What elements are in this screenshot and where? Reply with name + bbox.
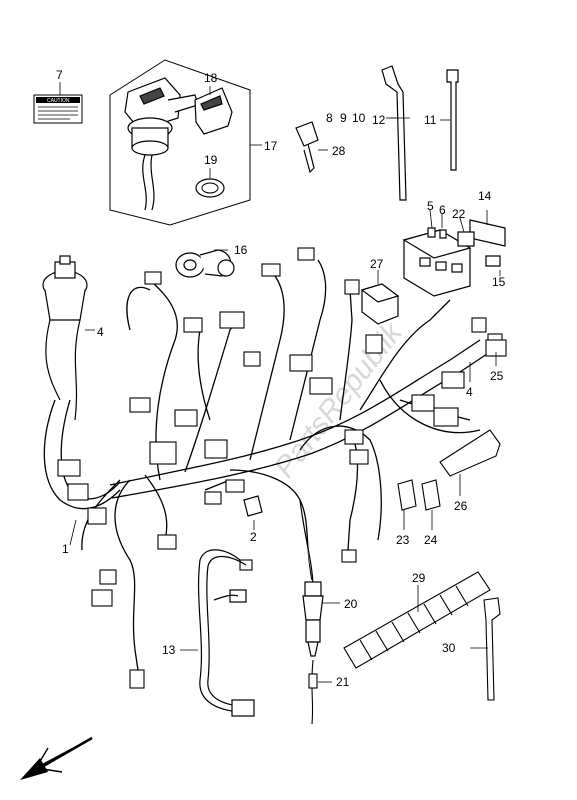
callout-28: 28 <box>332 144 346 158</box>
callout-4-left: 4 <box>97 325 104 339</box>
callout-16: 16 <box>234 243 248 257</box>
relay-part[interactable] <box>360 270 400 325</box>
callout-25: 25 <box>490 369 504 383</box>
ring-nut-part[interactable] <box>195 168 225 198</box>
cable-tie-short-part[interactable] <box>470 597 501 701</box>
callout-21: 21 <box>336 675 350 689</box>
socket-part[interactable] <box>175 249 235 278</box>
front-direction-arrow-icon <box>20 736 93 780</box>
callout-8: 8 <box>326 111 333 125</box>
callout-20: 20 <box>344 597 358 611</box>
callout-4-right: 4 <box>466 385 473 399</box>
main-wiring-harness-part[interactable] <box>43 259 491 671</box>
corrugated-tube-part[interactable] <box>343 571 491 669</box>
callout-15: 15 <box>492 275 506 289</box>
callout-19: 19 <box>204 153 218 167</box>
fuse-box-part[interactable] <box>402 210 506 297</box>
clip-part[interactable] <box>308 659 332 725</box>
cable-tie-part[interactable] <box>440 69 459 171</box>
harness-connectors <box>57 247 507 689</box>
small-connector-part[interactable] <box>243 495 263 530</box>
callout-12: 12 <box>372 113 386 127</box>
callout-1: 1 <box>62 542 69 556</box>
callout-22: 22 <box>452 207 466 221</box>
callout-18: 18 <box>204 71 218 85</box>
callout-10: 10 <box>352 111 366 125</box>
connector-cover-part-24[interactable] <box>421 479 441 530</box>
ignition-cap-part[interactable] <box>194 86 233 135</box>
key-part[interactable] <box>295 121 328 174</box>
callout-numbers: 1 2 4 4 5 6 7 8 9 10 11 12 13 14 15 16 1… <box>56 68 506 689</box>
caution-label-part[interactable]: CAUTION <box>33 82 83 124</box>
callout-11: 11 <box>424 113 437 127</box>
oxygen-sensor-part[interactable] <box>299 499 340 657</box>
callout-30: 30 <box>442 641 456 655</box>
bracket-part[interactable] <box>439 429 501 496</box>
callout-29: 29 <box>412 571 426 585</box>
ignition-switch-set-box <box>109 59 262 226</box>
sub-harness-part[interactable] <box>197 549 255 717</box>
connector-cover-part-23[interactable] <box>397 479 417 530</box>
callout-13: 13 <box>162 643 176 657</box>
callout-2: 2 <box>250 530 257 544</box>
callout-14: 14 <box>478 189 492 203</box>
caution-label-text: CAUTION <box>47 98 70 104</box>
callout-9: 9 <box>340 111 347 125</box>
leader-lines <box>69 117 497 651</box>
callout-17: 17 <box>264 139 278 153</box>
callout-5: 5 <box>427 199 434 213</box>
callout-27: 27 <box>370 257 384 271</box>
harness-connector-left-part[interactable] <box>42 255 95 421</box>
callout-24: 24 <box>424 533 438 547</box>
callout-26: 26 <box>454 499 468 513</box>
callout-23: 23 <box>396 533 410 547</box>
watermark: PartsRepublik <box>268 315 410 484</box>
callout-7: 7 <box>56 68 63 82</box>
ignition-switch-part[interactable] <box>124 77 199 211</box>
cable-tie-long-part[interactable] <box>381 65 407 201</box>
callout-6: 6 <box>439 203 446 217</box>
